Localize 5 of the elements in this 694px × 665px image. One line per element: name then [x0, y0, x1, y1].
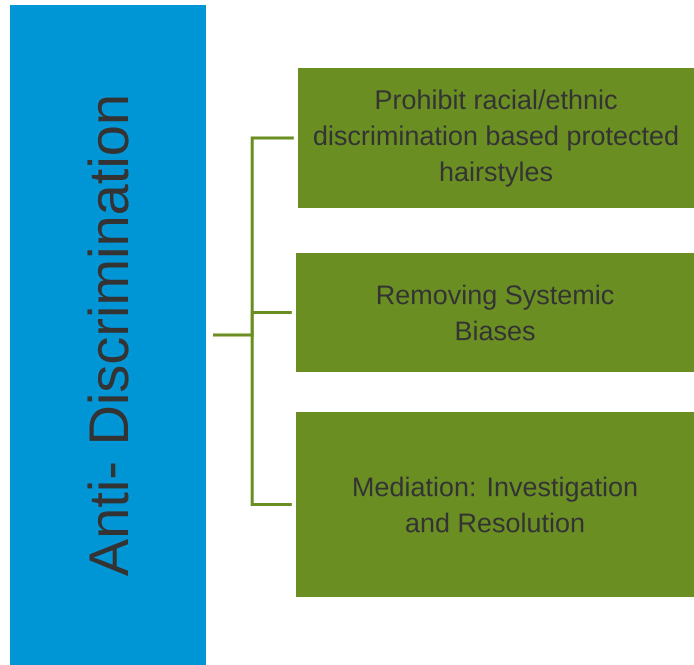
title-band: Anti- Discrimination — [10, 5, 206, 665]
topic-box: Prohibit racial/ethnic discrimination based protected hairstyles — [298, 68, 694, 208]
connector — [213, 334, 292, 506]
topic-box: Removing Systemic Biases — [296, 253, 694, 372]
topic-box: Mediation: Investigation and Resolution — [296, 412, 694, 597]
